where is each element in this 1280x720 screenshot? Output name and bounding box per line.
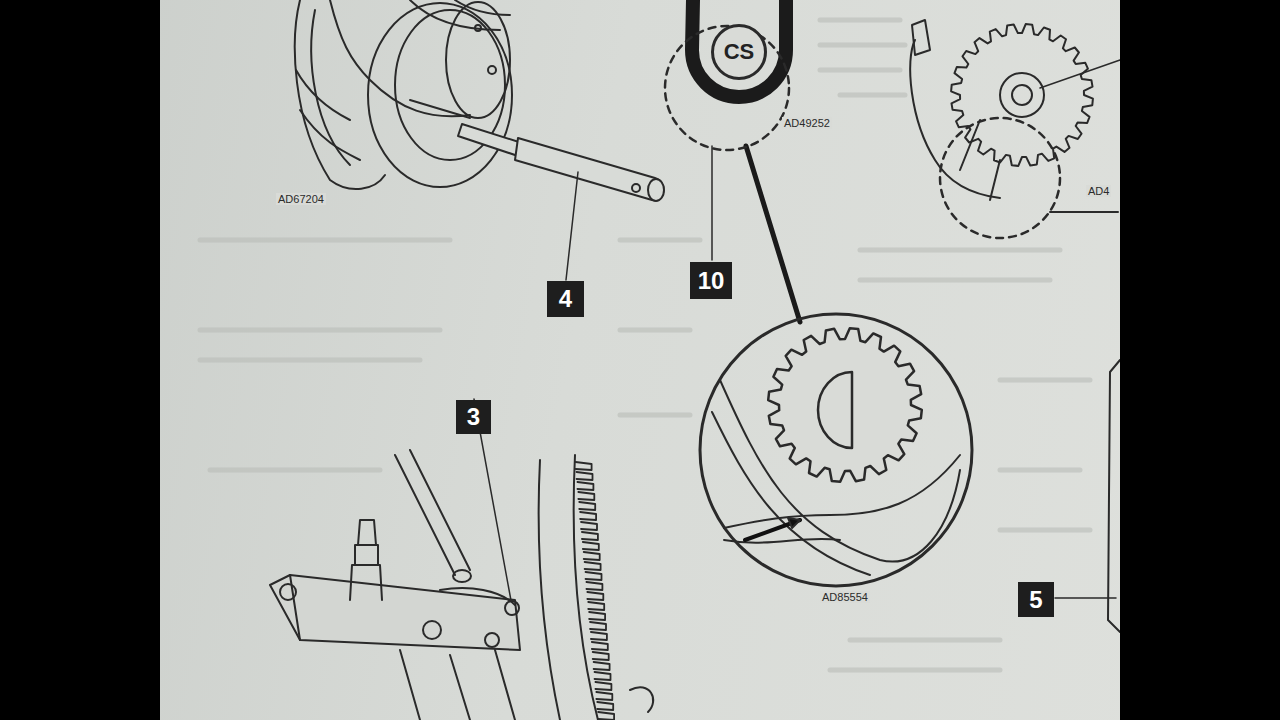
figure-code: AD49252 bbox=[782, 117, 832, 129]
callout-number: 10 bbox=[690, 262, 732, 299]
node-text: CS bbox=[724, 39, 755, 65]
gear-outline bbox=[818, 372, 852, 448]
magnified-sprocket bbox=[700, 314, 972, 586]
node-text: 10 bbox=[698, 267, 725, 295]
timing-belt bbox=[665, 0, 789, 150]
gear-outline bbox=[768, 328, 922, 482]
crankshaft-drawing bbox=[295, 0, 512, 189]
edge-part bbox=[1108, 360, 1120, 632]
leader-lines bbox=[474, 60, 1120, 606]
node-text: 5 bbox=[1029, 586, 1042, 614]
callout-number: 4 bbox=[547, 281, 584, 317]
timing-pin-tool bbox=[458, 124, 664, 201]
black-border bbox=[0, 0, 160, 720]
flywheel-and-housing bbox=[270, 450, 653, 720]
figure-code: AD85554 bbox=[820, 591, 870, 603]
node-text: 4 bbox=[559, 285, 572, 313]
gear-outline bbox=[576, 462, 615, 720]
figure-code: AD67204 bbox=[276, 193, 326, 205]
circle-label: CS bbox=[711, 24, 767, 80]
leader-arrow bbox=[746, 146, 800, 322]
gear-outline bbox=[951, 24, 1093, 166]
black-border bbox=[1120, 0, 1280, 720]
callout-number: 3 bbox=[456, 400, 491, 434]
figure-code: AD4 bbox=[1086, 185, 1111, 197]
node-text: 3 bbox=[467, 403, 480, 431]
text-lines bbox=[200, 20, 1090, 670]
callout-number: 5 bbox=[1018, 582, 1054, 617]
camshaft-sprocket bbox=[910, 20, 1118, 238]
